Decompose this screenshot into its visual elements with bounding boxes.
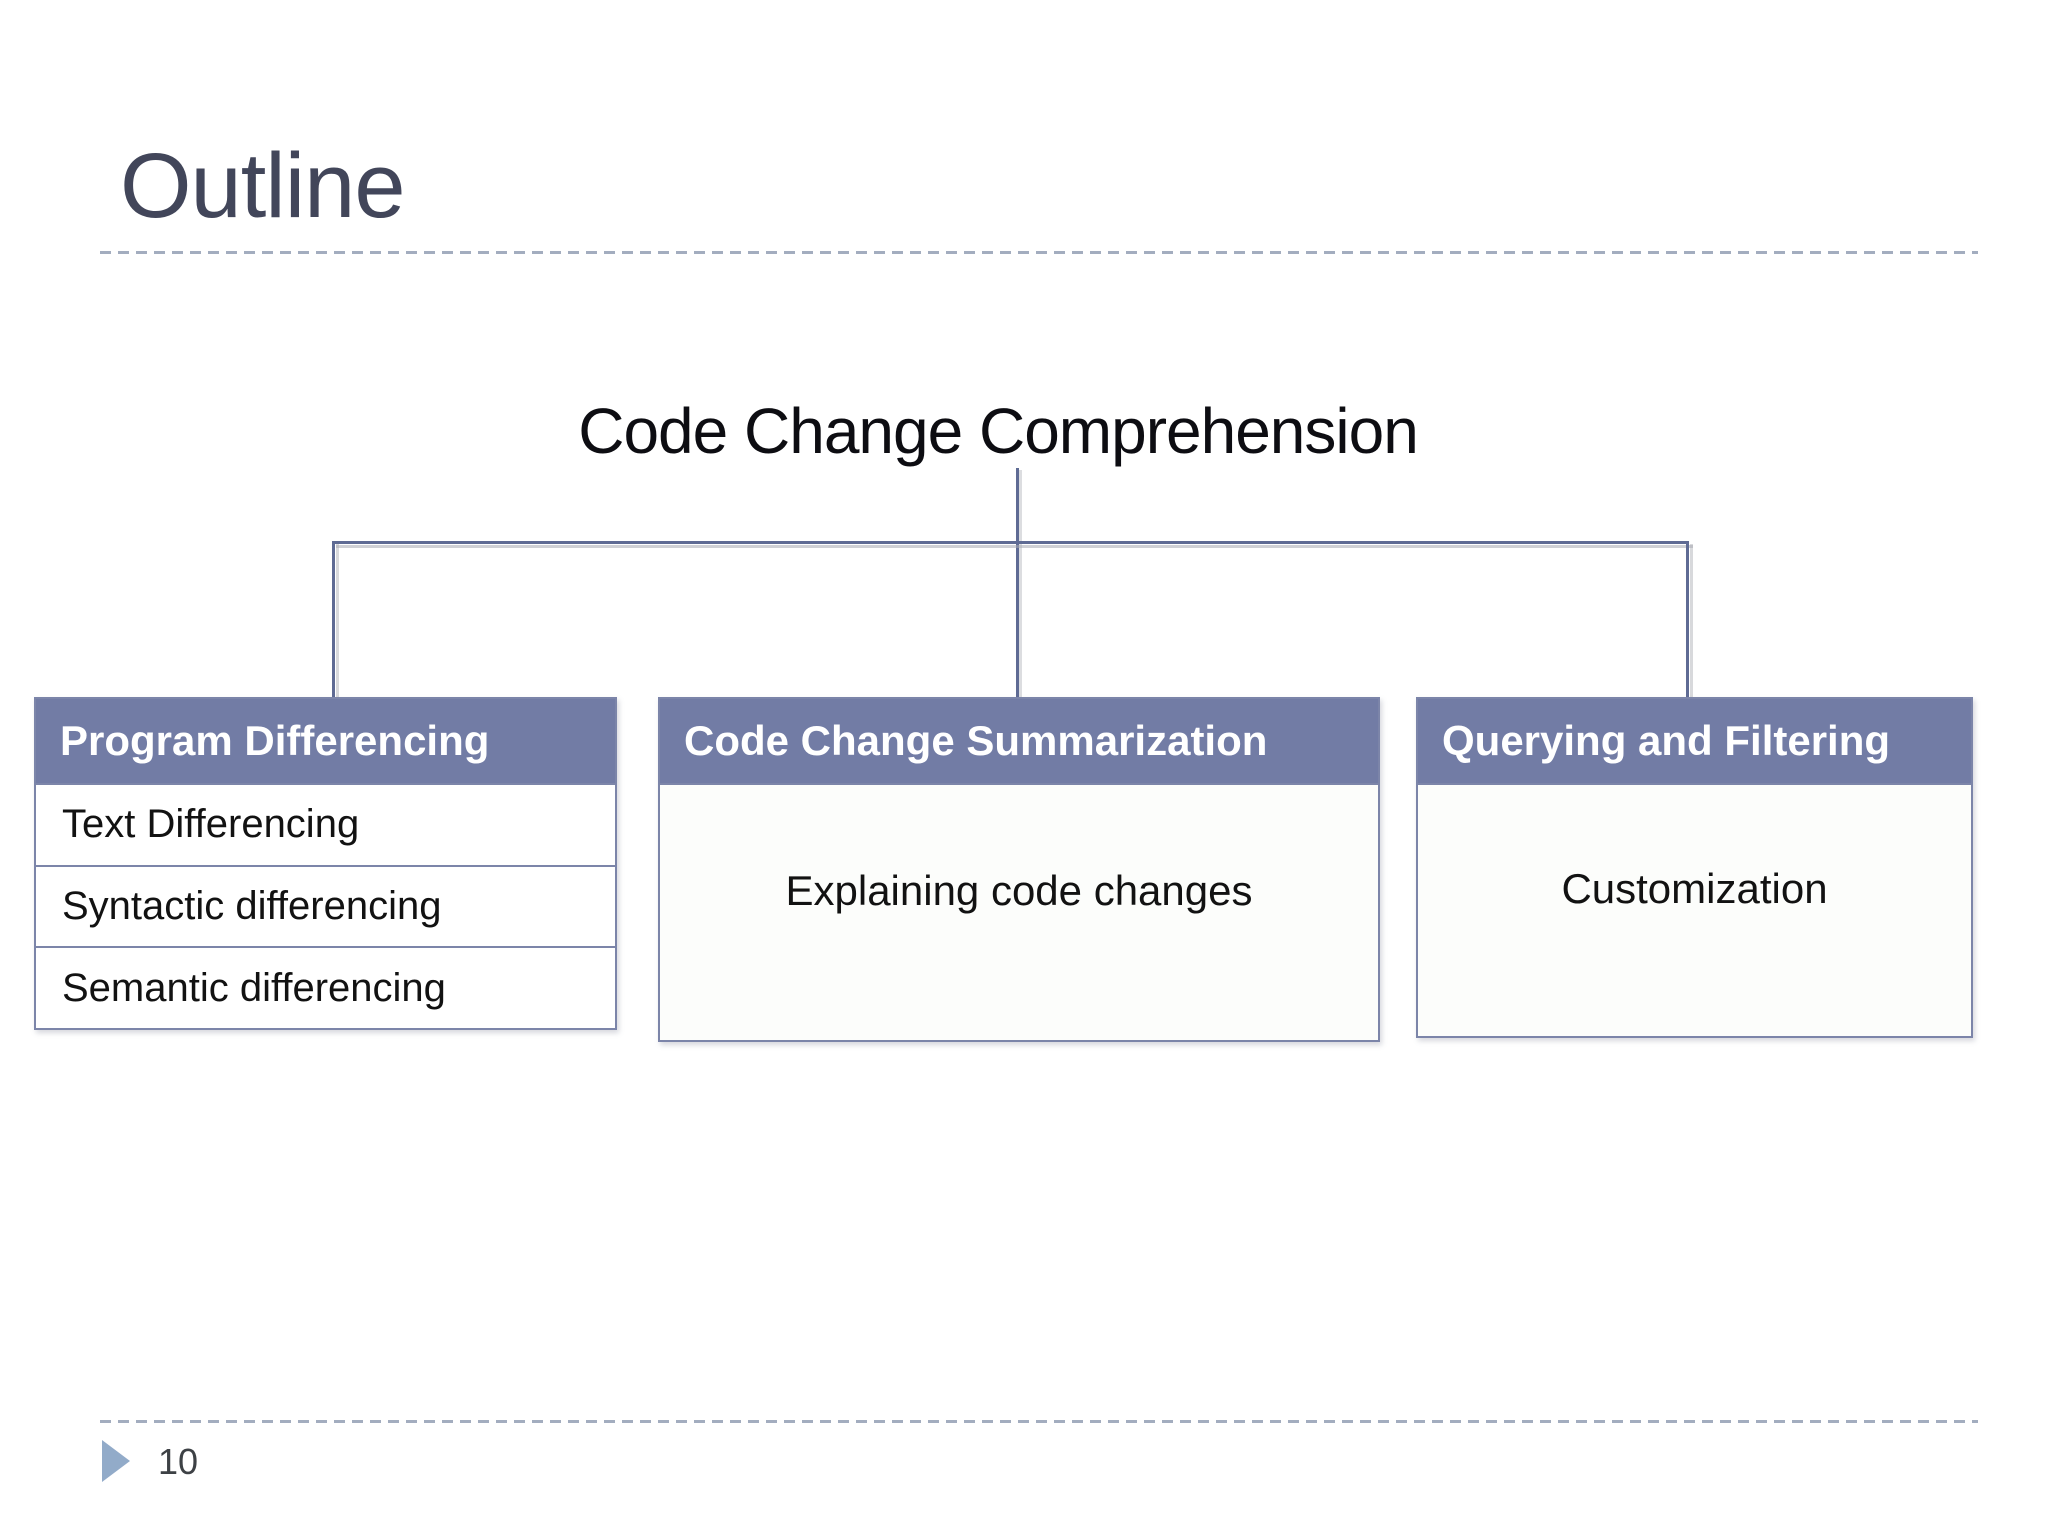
branch-item-explaining-code-changes: Explaining code changes	[660, 783, 1378, 1040]
branch-header-querying-and-filtering: Querying and Filtering	[1418, 699, 1971, 783]
branch-item-semantic-differencing: Semantic differencing	[36, 946, 615, 1029]
branch-header-program-differencing: Program Differencing	[36, 699, 615, 783]
diagram-root-label: Code Change Comprehension	[578, 395, 1419, 467]
slide-title: Outline	[120, 135, 405, 237]
branch-box-querying-and-filtering: Querying and Filtering Customization	[1416, 697, 1973, 1038]
branch-header-code-change-summarization: Code Change Summarization	[660, 699, 1378, 783]
branch-item-text-differencing: Text Differencing	[36, 783, 615, 865]
branch-box-code-change-summarization: Code Change Summarization Explaining cod…	[658, 697, 1380, 1042]
page-marker-triangle-icon	[102, 1440, 130, 1482]
connector-horizontal-line	[332, 541, 1689, 544]
connector-left-drop-line	[332, 541, 335, 699]
title-divider-dashed-line	[100, 251, 1978, 254]
footer-divider-dashed-line	[100, 1420, 1978, 1423]
connector-root-drop-line	[1016, 468, 1019, 699]
branch-item-syntactic-differencing: Syntactic differencing	[36, 864, 615, 947]
branch-box-program-differencing: Program Differencing Text Differencing S…	[34, 697, 617, 1030]
connector-right-drop-line	[1686, 541, 1689, 699]
page-number: 10	[158, 1441, 199, 1482]
branch-item-customization: Customization	[1418, 783, 1971, 1036]
